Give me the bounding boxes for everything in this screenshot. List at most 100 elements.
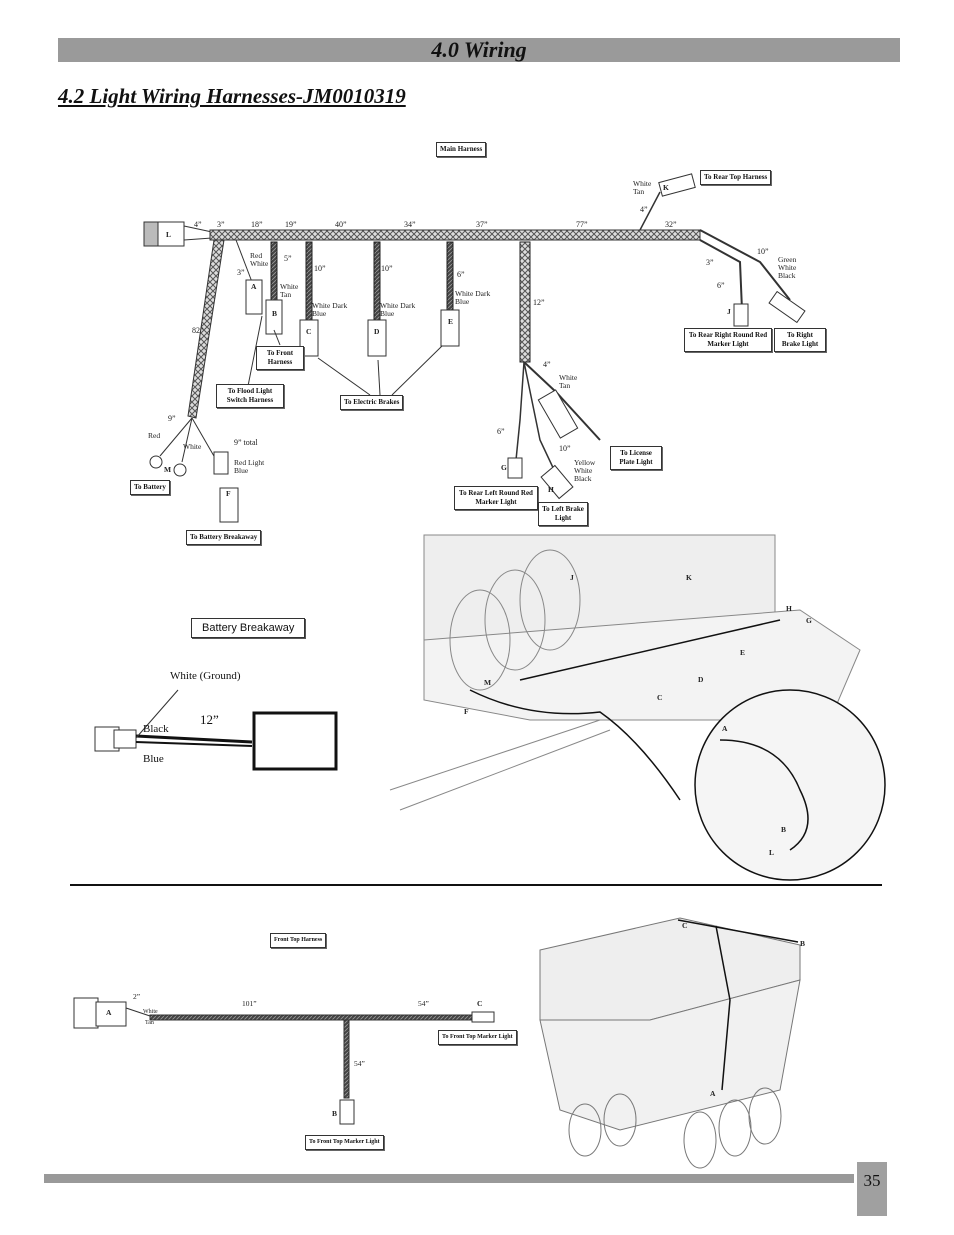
dim-6b: 6” bbox=[497, 427, 505, 436]
color-green-white-black: Green White Black bbox=[778, 255, 797, 280]
label-left-brake: To Left Brake Light bbox=[538, 502, 588, 526]
dim-82: 82” bbox=[192, 326, 204, 335]
color-white: White bbox=[183, 442, 202, 451]
conn-d: D bbox=[374, 327, 380, 336]
front-conn-b: B bbox=[332, 1109, 338, 1118]
dim-6a: 6” bbox=[457, 270, 465, 279]
dim-10b: 10” bbox=[381, 264, 393, 273]
photo-h: H bbox=[786, 604, 792, 613]
photo-e: E bbox=[740, 648, 746, 657]
blue-label: Blue bbox=[143, 753, 164, 765]
conn-e: E bbox=[448, 317, 454, 326]
dim-4: 19” bbox=[285, 220, 297, 229]
battery-box bbox=[252, 711, 338, 771]
dim-10c: 10” bbox=[559, 444, 571, 453]
dim-12: 12” bbox=[533, 298, 545, 307]
color-red-light-blue: Red Light Blue bbox=[234, 458, 265, 475]
flood-arrow bbox=[247, 315, 263, 387]
label-rear-right-round: To Rear Right Round Red Marker Light bbox=[684, 328, 772, 352]
conn-k: K bbox=[663, 183, 669, 192]
conn-b: B bbox=[272, 309, 278, 318]
dim-54a: 54” bbox=[418, 999, 429, 1008]
photo-f: F bbox=[464, 707, 469, 716]
photo-l: L bbox=[769, 848, 775, 857]
dim-1: 4” bbox=[194, 220, 202, 229]
dim-6: 34” bbox=[404, 220, 416, 229]
section-banner: 4.0 Wiring bbox=[58, 38, 900, 62]
dim-9: 9” bbox=[168, 414, 176, 423]
conn-h: H bbox=[548, 485, 554, 494]
footer-bar bbox=[44, 1174, 854, 1183]
color-white-dark-blue-3: White Dark Blue bbox=[455, 289, 491, 306]
label-to-rear-top-harness: To Rear Top Harness bbox=[700, 170, 772, 185]
dim-10a: 10” bbox=[314, 264, 326, 273]
photo-c: C bbox=[657, 693, 663, 702]
front-conn-c: C bbox=[477, 999, 483, 1008]
color-white-tan-2: White Tan bbox=[559, 373, 578, 390]
wire-white: White bbox=[143, 1009, 158, 1015]
dim-9-total: 9” total bbox=[234, 438, 258, 447]
label-to-battery: To Battery bbox=[130, 480, 170, 495]
dim-3: 18” bbox=[251, 220, 263, 229]
photo-g: G bbox=[806, 616, 812, 625]
conn-m: M bbox=[164, 465, 172, 474]
conn-l: L bbox=[166, 230, 172, 239]
white-ground-label: White (Ground) bbox=[170, 670, 241, 682]
dim-2: 2” bbox=[133, 992, 141, 1001]
label-front-top-harness: Front Top Harness bbox=[270, 933, 327, 948]
conn-g: G bbox=[501, 463, 507, 472]
dim-10d: 10” bbox=[757, 247, 769, 256]
dim-9: 32” bbox=[665, 220, 677, 229]
label-to-flood-light: To Flood Light Switch Harness bbox=[216, 384, 284, 408]
main-trunk bbox=[209, 229, 701, 241]
label-right-brake: To Right Brake Light bbox=[774, 328, 826, 352]
conn-j: J bbox=[727, 307, 731, 316]
label-to-electric-brakes: To Electric Brakes bbox=[340, 395, 404, 410]
black-label: Black bbox=[143, 723, 169, 735]
trailer-illustration-top bbox=[389, 534, 861, 811]
section-divider bbox=[70, 884, 882, 886]
label-front-top-marker-1: To Front Top Marker Light bbox=[438, 1030, 517, 1045]
label-main-harness: Main Harness bbox=[436, 142, 487, 157]
dim-8: 77” bbox=[576, 220, 588, 229]
color-white-tan: White Tan bbox=[280, 282, 299, 299]
connector-l bbox=[157, 221, 185, 247]
dim-3c: 3” bbox=[706, 258, 714, 267]
color-white-dark-blue-2: White Dark Blue bbox=[380, 301, 416, 318]
label-rear-left-round: To Rear Left Round Red Marker Light bbox=[454, 486, 538, 510]
dim-101: 101” bbox=[242, 999, 257, 1008]
dim-2: 3” bbox=[217, 220, 225, 229]
color-red: Red bbox=[148, 431, 161, 440]
conn-c: C bbox=[306, 327, 312, 336]
conn-a: A bbox=[251, 282, 257, 291]
dim-5: 5” bbox=[284, 254, 292, 263]
dim-54b: 54” bbox=[354, 1059, 365, 1068]
label-front-top-marker-2: To Front Top Marker Light bbox=[305, 1135, 384, 1150]
label-license-plate: To License Plate Light bbox=[610, 446, 662, 470]
photo-b: B bbox=[781, 825, 787, 834]
wire-tan: Tan bbox=[145, 1020, 154, 1026]
photo2-a: A bbox=[710, 1089, 716, 1098]
section-title: 4.0 Wiring bbox=[431, 37, 527, 62]
color-red-white: Red White bbox=[250, 251, 269, 268]
photo-d: D bbox=[698, 675, 704, 684]
label-to-front-harness: To Front Harness bbox=[256, 346, 304, 370]
color-yellow-white-black: Yellow White Black bbox=[574, 458, 596, 483]
photo-a: A bbox=[722, 724, 728, 733]
dim-5: 40” bbox=[335, 220, 347, 229]
dim-3b: 3” bbox=[237, 268, 245, 277]
photo2-b: B bbox=[800, 939, 806, 948]
photo-m: M bbox=[484, 678, 492, 687]
photo-k: K bbox=[686, 573, 692, 582]
color-white-dark-blue-1: White Dark Blue bbox=[312, 301, 348, 318]
front-conn-a: A bbox=[106, 1008, 112, 1017]
zoom-circle bbox=[694, 689, 886, 881]
page-subtitle: 4.2 Light Wiring Harnesses-JM0010319 bbox=[58, 84, 406, 108]
length-12-label: 12” bbox=[200, 712, 219, 727]
trailer-illustration-bottom bbox=[539, 917, 801, 1169]
page-number: 35 bbox=[857, 1162, 887, 1216]
dim-6c: 6” bbox=[717, 281, 725, 290]
dim-4b: 4” bbox=[640, 205, 648, 214]
conn-f: F bbox=[226, 489, 231, 498]
